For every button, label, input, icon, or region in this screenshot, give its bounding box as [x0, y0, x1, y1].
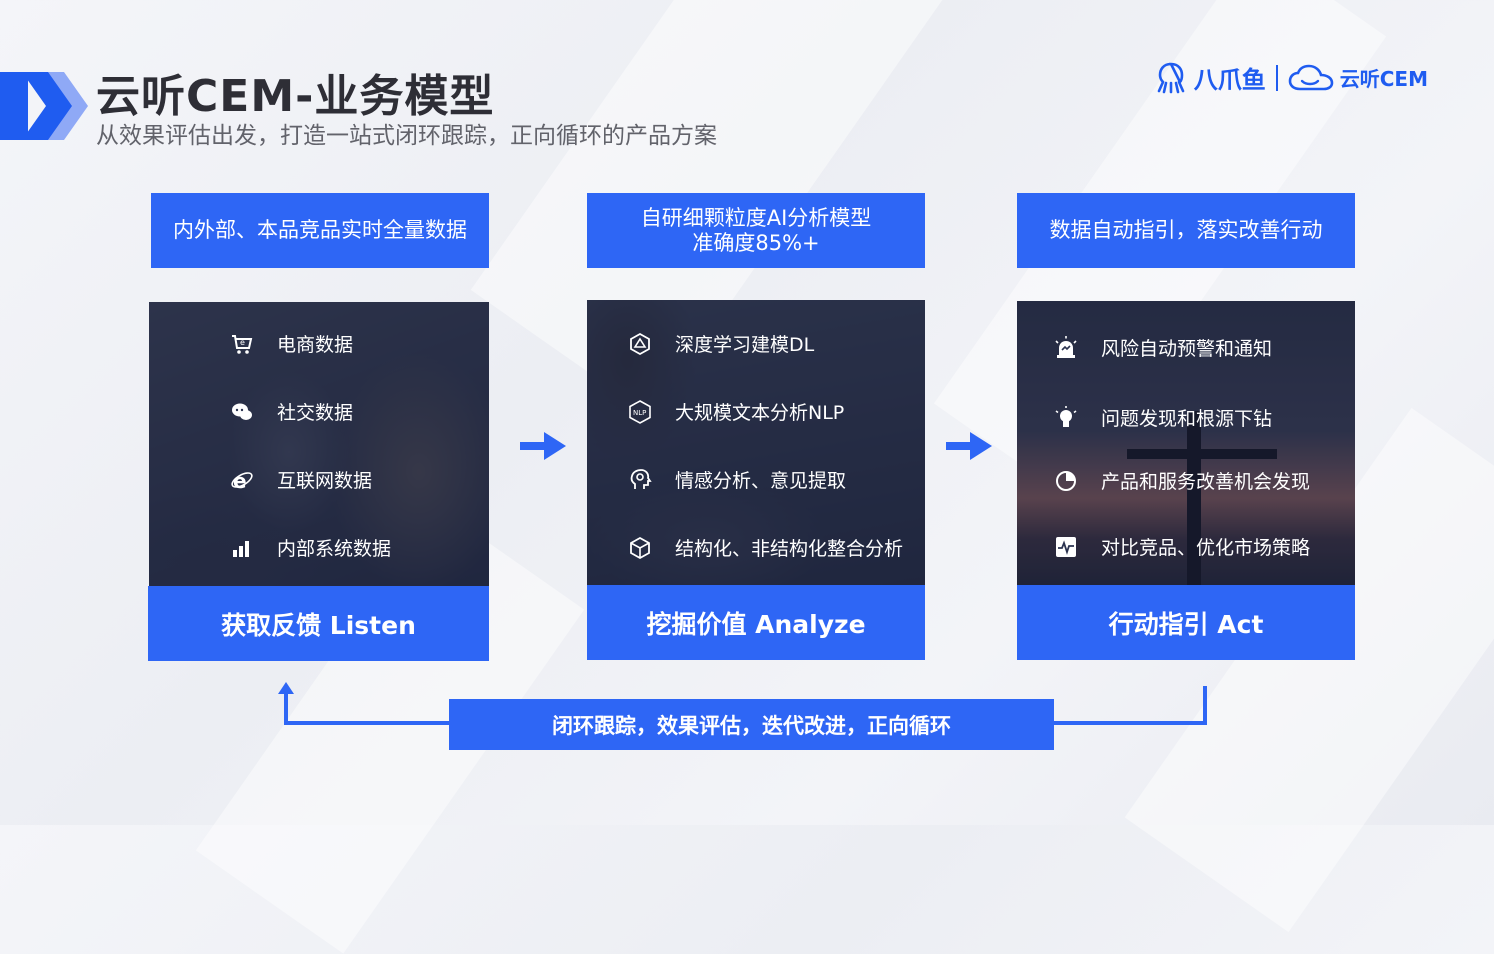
- octopus-icon: [1157, 62, 1185, 93]
- list-item: 问题发现和根源下钻: [1053, 404, 1272, 431]
- list-item: e 电商数据: [229, 330, 353, 357]
- list-item: 对比竞品、优化市场策略: [1053, 533, 1310, 560]
- cloud-icon: [1288, 64, 1334, 90]
- list-item: 深度学习建模DL: [627, 330, 814, 357]
- lightbulb-icon: [1053, 405, 1079, 431]
- act-top-text: 数据自动指引，落实改善行动: [1049, 218, 1323, 242]
- svg-text:NLP: NLP: [633, 409, 646, 417]
- panel-overlay: [587, 300, 925, 590]
- logo-divider: [1275, 64, 1278, 91]
- listen-panel: e 电商数据 社交数据 e 互联网数据 内部系统数据: [149, 302, 489, 592]
- header-chevron-icon: [0, 72, 88, 140]
- listen-footer-label: 获取反馈 Listen: [221, 610, 416, 640]
- list-item: 情感分析、意见提取: [627, 466, 846, 493]
- svg-text:e: e: [233, 469, 247, 492]
- pulse-chart-icon: [1053, 534, 1079, 560]
- brain-icon: [627, 467, 653, 493]
- listen-top-box: 内外部、本品竞品实时全量数据: [151, 193, 489, 268]
- analyze-top-text-line2: 准确度85%+: [692, 230, 820, 255]
- list-item: 社交数据: [229, 398, 353, 425]
- act-footer: 行动指引 Act: [1017, 585, 1355, 660]
- list-item: 风险自动预警和通知: [1053, 334, 1272, 361]
- list-item: 内部系统数据: [229, 534, 391, 561]
- analyze-top-box: 自研细颗粒度AI分析模型 准确度85%+: [587, 193, 925, 268]
- signpost-silhouette: [1187, 411, 1201, 591]
- listen-top-text: 内外部、本品竞品实时全量数据: [173, 218, 467, 242]
- analyze-panel: 深度学习建模DL NLP 大规模文本分析NLP 情感分析、意见提取 结构化、非结…: [587, 300, 925, 590]
- analyze-footer: 挖掘价值 Analyze: [587, 585, 925, 660]
- list-item-label: 大规模文本分析NLP: [675, 402, 845, 424]
- list-item-label: 互联网数据: [277, 470, 373, 492]
- flow-arrow-icon: [946, 432, 992, 460]
- list-item: NLP 大规模文本分析NLP: [627, 398, 844, 425]
- act-footer-label: 行动指引 Act: [1108, 609, 1264, 639]
- flow-arrow-icon: [520, 432, 566, 460]
- list-item-label: 深度学习建模DL: [675, 334, 815, 356]
- list-item-label: 风险自动预警和通知: [1101, 338, 1273, 360]
- analyze-top-text-line1: 自研细颗粒度AI分析模型: [640, 205, 872, 230]
- list-item: e 互联网数据: [229, 466, 372, 493]
- page-title: 云听CEM-业务模型: [96, 71, 495, 122]
- list-item: 产品和服务改善机会发现: [1053, 467, 1310, 494]
- list-item-label: 情感分析、意见提取: [675, 470, 847, 492]
- brand-name-primary: 八爪鱼: [1193, 66, 1266, 94]
- internet-explorer-icon: e: [229, 467, 255, 493]
- brand-name-secondary: 云听CEM: [1339, 67, 1428, 91]
- pie-chart-icon: [1053, 468, 1079, 494]
- signpost-silhouette: [1127, 449, 1277, 459]
- bar-chart-icon: [229, 535, 255, 561]
- list-item-label: 电商数据: [277, 334, 354, 356]
- list-item-label: 结构化、非结构化整合分析: [675, 538, 904, 560]
- act-panel: 风险自动预警和通知 问题发现和根源下钻 产品和服务改善机会发现 对比竞品、优化市…: [1017, 301, 1355, 591]
- feedback-loop-connector: [278, 682, 1207, 725]
- feedback-loop-label: 闭环跟踪，效果评估，迭代改进，正向循环: [552, 713, 951, 738]
- analyze-footer-label: 挖掘价值 Analyze: [646, 609, 866, 639]
- cart-icon: e: [229, 331, 255, 357]
- feedback-loop-bar: 闭环跟踪，效果评估，迭代改进，正向循环: [449, 699, 1054, 750]
- list-item-label: 产品和服务改善机会发现: [1101, 471, 1311, 493]
- list-item: 结构化、非结构化整合分析: [627, 534, 903, 561]
- nlp-icon: NLP: [627, 399, 653, 425]
- deep-learning-icon: [627, 331, 653, 357]
- alarm-icon: [1053, 335, 1079, 361]
- listen-footer: 获取反馈 Listen: [148, 586, 489, 661]
- panel-overlay: [149, 302, 489, 592]
- page-subtitle: 从效果评估出发，打造一站式闭环跟踪，正向循环的产品方案: [96, 123, 717, 149]
- cube-icon: [627, 535, 653, 561]
- act-top-box: 数据自动指引，落实改善行动: [1017, 193, 1355, 268]
- list-item-label: 问题发现和根源下钻: [1101, 408, 1273, 430]
- list-item-label: 社交数据: [277, 402, 354, 424]
- list-item-label: 对比竞品、优化市场策略: [1101, 537, 1311, 559]
- list-item-label: 内部系统数据: [277, 538, 392, 560]
- svg-text:e: e: [240, 338, 245, 347]
- chat-bubble-icon: [229, 399, 255, 425]
- brand-logo: 八爪鱼 云听CEM: [1154, 60, 1428, 95]
